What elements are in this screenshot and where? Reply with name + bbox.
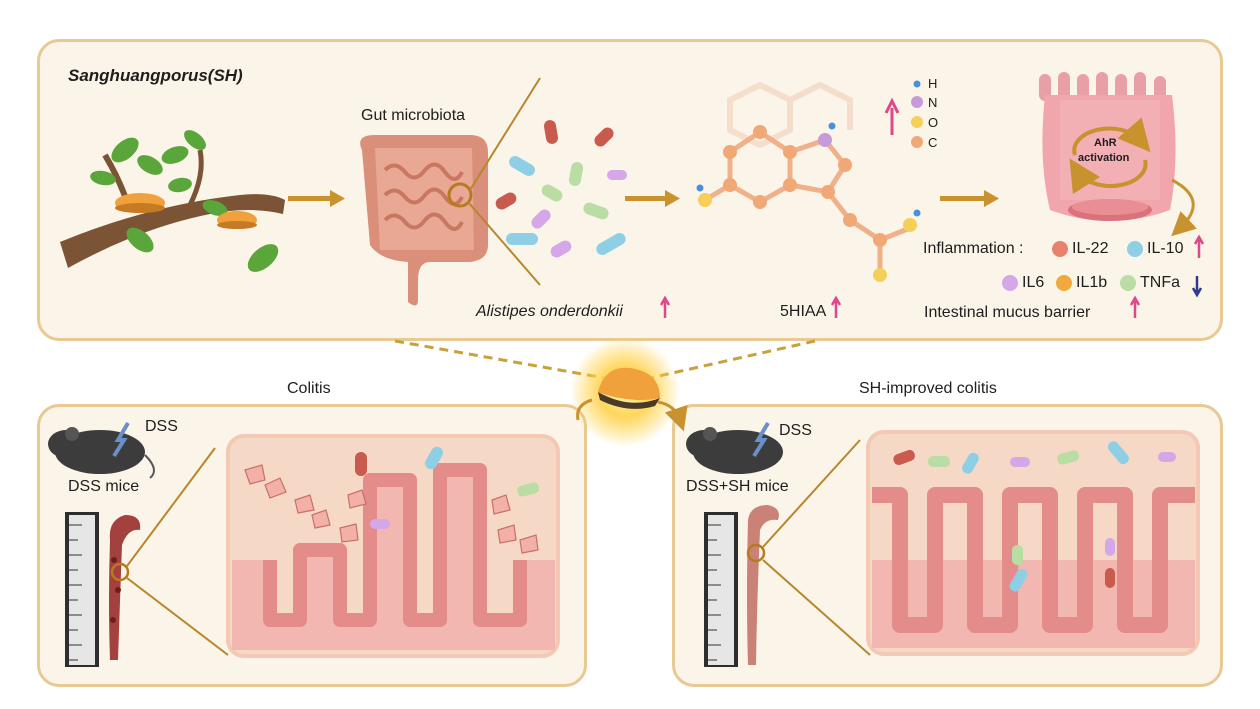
il1b-label: IL1b — [1076, 274, 1108, 291]
legend-c: C — [928, 135, 938, 150]
intact-epithelium — [866, 430, 1200, 656]
dss-label-left: DSS — [145, 418, 178, 435]
inflamed-colon-left — [109, 447, 229, 660]
legend-n: N — [928, 95, 938, 110]
bacteria-top — [495, 120, 627, 258]
dss-label-right: DSS — [779, 422, 812, 439]
metabolite-label: 5HIAA — [780, 303, 827, 320]
top-panel — [37, 39, 1223, 341]
flow-arrows — [288, 190, 999, 207]
sh-mushroom-center — [570, 337, 688, 447]
gut-microbiota-label: Gut microbiota — [361, 107, 466, 124]
dss-sh-mice-label: DSS+SH mice — [686, 478, 789, 495]
atom-legend-dots — [911, 80, 923, 148]
il22-label: IL-22 — [1072, 240, 1109, 257]
ruler-left — [65, 512, 99, 667]
gut-illustration — [360, 77, 541, 306]
dss-mouse-right — [686, 421, 783, 474]
ruler-right — [704, 512, 738, 667]
dashed-connectors — [394, 339, 816, 380]
regulation-arrows — [659, 234, 1205, 318]
branch-illustration — [60, 130, 285, 272]
ahr-label-line2: activation — [1078, 152, 1130, 164]
epithelial-cell — [1039, 72, 1197, 237]
ahr-label-line1: AhR — [1094, 137, 1117, 149]
healthy-colon-right — [746, 439, 871, 665]
il10-label: IL-10 — [1147, 240, 1184, 257]
sh-title: Sanghuangporus(SH) — [68, 66, 243, 85]
il6-label: IL6 — [1022, 274, 1045, 291]
bacteria-label: Alistipes onderdonkii — [476, 303, 623, 320]
5hiaa-molecule — [696, 81, 921, 282]
cytokine-dots — [1002, 241, 1143, 291]
damaged-epithelium — [226, 434, 560, 658]
sh-colitis-title: SH-improved colitis — [859, 380, 997, 397]
legend-h: H — [928, 76, 938, 91]
dss-mice-label: DSS mice — [68, 478, 140, 495]
tnfa-label: TNFa — [1140, 274, 1180, 291]
up-arrow-legend — [884, 97, 900, 135]
dss-mouse-left — [48, 421, 155, 479]
colitis-title: Colitis — [287, 380, 331, 397]
legend-o: O — [928, 115, 939, 130]
inflammation-label: Inflammation : — [923, 240, 1024, 257]
barrier-label: Intestinal mucus barrier — [924, 304, 1091, 321]
